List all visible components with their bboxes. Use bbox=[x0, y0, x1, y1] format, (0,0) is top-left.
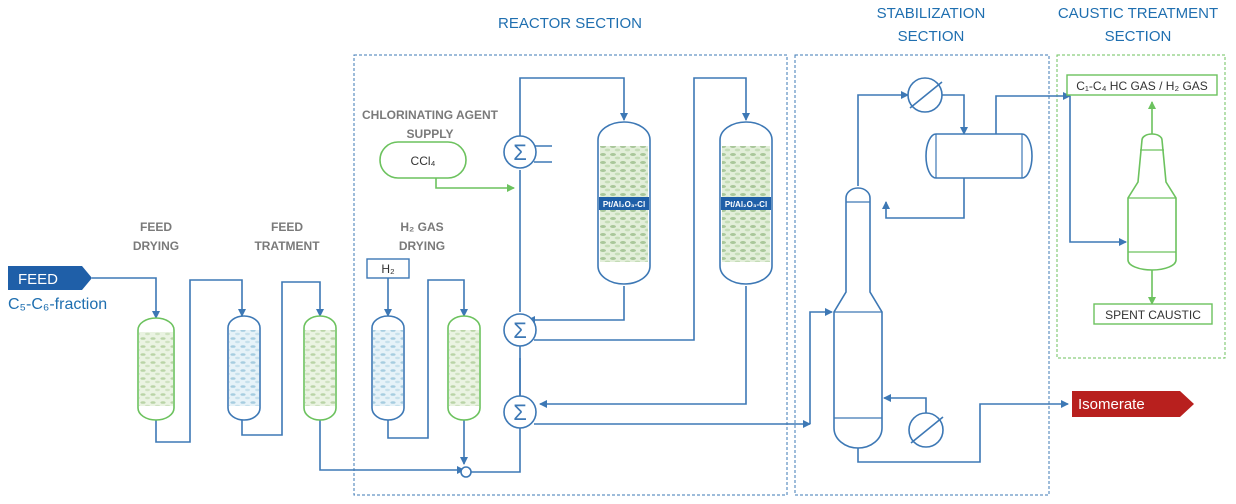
reflux-drum bbox=[925, 133, 1033, 179]
caustic-scrubber bbox=[1127, 133, 1177, 271]
reboiler bbox=[908, 412, 944, 448]
isomerate-arrow-label: Isomerate bbox=[1078, 396, 1145, 413]
svg-text:Σ: Σ bbox=[513, 400, 527, 425]
hc-gas-label: C₁-C₄ HC GAS / H₂ GAS bbox=[1076, 79, 1208, 93]
h2-gas-drying-label-2: DRYING bbox=[399, 239, 445, 253]
feed-arrow bbox=[8, 266, 92, 290]
stabilization-column bbox=[833, 187, 883, 449]
h2-supply-label: H₂ bbox=[381, 262, 395, 276]
h2-supply-box bbox=[366, 258, 410, 279]
spent-caustic-box bbox=[1093, 303, 1213, 325]
chlorinating-agent-label: CHLORINATING AGENT bbox=[362, 108, 499, 122]
feed-treatment-label-2: TRATMENT bbox=[254, 239, 320, 253]
svg-text:Σ: Σ bbox=[513, 140, 527, 165]
reactor-2-catalyst-label: Pt/Al₂O₃-Cl bbox=[725, 200, 767, 209]
isomerate-arrow bbox=[1072, 391, 1194, 417]
reactor-section-box bbox=[353, 54, 788, 496]
caustic-section-title: CAUSTIC TREATMENT bbox=[1058, 5, 1218, 22]
h2-gas-drying-label: H₂ GAS bbox=[400, 220, 443, 234]
spent-caustic-label: SPENT CAUSTIC bbox=[1105, 308, 1201, 322]
reactor-1: Pt/Al₂O₃-Cl bbox=[597, 121, 651, 285]
feed-arrow-label: FEED bbox=[18, 271, 58, 288]
reactor-2: Pt/Al₂O₃-Cl bbox=[719, 121, 773, 285]
stabilization-section-title-2: SECTION bbox=[898, 28, 965, 45]
junction-node bbox=[460, 466, 472, 478]
heat-exchanger-2: Σ bbox=[503, 313, 537, 347]
reactor-1-catalyst-label: Pt/Al₂O₃-Cl bbox=[603, 200, 645, 209]
stabilization-section-box bbox=[794, 54, 1050, 496]
h2-drying-vessel-1 bbox=[371, 315, 405, 421]
stabilization-section-title: STABILIZATION bbox=[877, 5, 986, 22]
caustic-section-box bbox=[1056, 54, 1226, 359]
caustic-section-title-2: SECTION bbox=[1105, 28, 1172, 45]
h2-drying-vessel-2 bbox=[447, 315, 481, 421]
condenser bbox=[907, 77, 943, 113]
heat-exchanger-1: Σ bbox=[503, 135, 537, 169]
feed-drying-label: FEED bbox=[140, 220, 172, 234]
svg-text:Σ: Σ bbox=[513, 318, 527, 343]
ccl4-label: CCl₄ bbox=[411, 154, 436, 168]
feed-drying-vessel bbox=[137, 317, 175, 421]
feed-treatment-vessel-2 bbox=[303, 315, 337, 421]
reactor-section-title: REACTOR SECTION bbox=[498, 15, 642, 32]
heat-exchanger-3: Σ bbox=[503, 395, 537, 429]
chlorinating-agent-label-2: SUPPLY bbox=[407, 127, 454, 141]
hc-gas-box bbox=[1066, 74, 1218, 96]
feed-treatment-label: FEED bbox=[271, 220, 303, 234]
feed-fraction-label: C₅-C₆-fraction bbox=[8, 296, 107, 313]
ccl4-tank bbox=[379, 141, 467, 179]
feed-treatment-vessel-1 bbox=[227, 315, 261, 421]
feed-drying-label-2: DRYING bbox=[133, 239, 179, 253]
